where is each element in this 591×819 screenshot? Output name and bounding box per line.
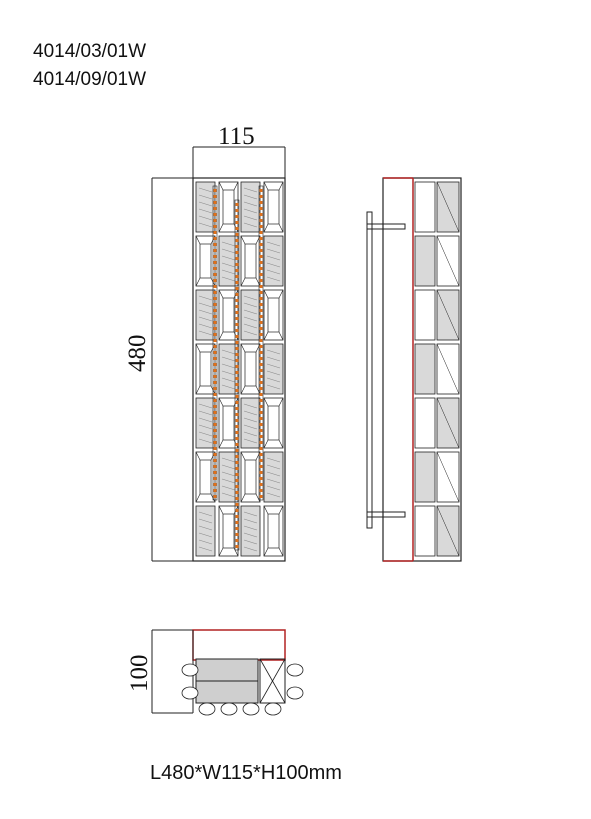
side-crystal-block — [414, 181, 460, 233]
crystal-block — [218, 451, 239, 503]
wall-bracket — [366, 211, 373, 529]
side-crystal-block — [414, 505, 460, 557]
led-strip — [212, 185, 218, 501]
side-crystal-block — [414, 235, 460, 287]
crystal-block — [263, 451, 284, 503]
crystal-knob — [181, 686, 199, 700]
crystal-block — [240, 397, 261, 449]
crystal-block — [240, 451, 261, 503]
side-crystal-column — [414, 181, 460, 557]
front-outline — [192, 177, 286, 562]
crystal-block — [240, 181, 261, 233]
crystal-block — [218, 505, 239, 557]
model-code-1: 4014/03/01W — [33, 41, 147, 62]
crystal-knob — [286, 686, 304, 700]
size-specification: L480*W115*H100mm — [150, 762, 342, 784]
led-strip — [258, 185, 264, 501]
crystal-block — [240, 343, 261, 395]
side-outline — [382, 177, 462, 562]
front-led-strips — [212, 185, 264, 551]
side-view — [366, 177, 462, 562]
crystal-block — [263, 343, 284, 395]
crystal-block — [263, 505, 284, 557]
crystal-block — [240, 505, 261, 557]
crystal-block — [195, 397, 216, 449]
crystal-knob — [198, 702, 216, 716]
crystal-block — [195, 181, 216, 233]
width-dimension-label: 115 — [218, 123, 255, 150]
side-crystal-block — [414, 451, 460, 503]
crystal-block — [263, 397, 284, 449]
side-crystal-block — [414, 289, 460, 341]
model-code-2: 4014/09/01W — [33, 69, 147, 90]
front-view — [151, 146, 286, 562]
crystal-block — [195, 451, 216, 503]
crystal-block — [263, 235, 284, 287]
crystal-knob — [181, 663, 199, 677]
side-crystal-block — [414, 343, 460, 395]
top-view — [151, 629, 304, 716]
crystal-knob — [286, 663, 304, 677]
crystal-block — [218, 397, 239, 449]
top-crystal-knobs — [181, 663, 304, 716]
side-crystal-block — [414, 397, 460, 449]
top-crystal-row-1 — [195, 658, 259, 682]
crystal-block — [218, 181, 239, 233]
crystal-block — [240, 235, 261, 287]
crystal-block — [195, 289, 216, 341]
crystal-block — [263, 181, 284, 233]
crystal-block — [218, 235, 239, 287]
top-back-plate — [192, 629, 286, 661]
crystal-knob — [264, 702, 282, 716]
crystal-block — [195, 505, 216, 557]
front-crystal-grid — [195, 181, 284, 557]
crystal-block — [195, 343, 216, 395]
crystal-knob — [220, 702, 238, 716]
crystal-block — [195, 235, 216, 287]
crystal-block — [263, 289, 284, 341]
top-crystal-row-2 — [195, 680, 259, 704]
crystal-block — [218, 343, 239, 395]
crystal-block — [240, 289, 261, 341]
led-strip — [234, 199, 240, 551]
crystal-knob — [242, 702, 260, 716]
